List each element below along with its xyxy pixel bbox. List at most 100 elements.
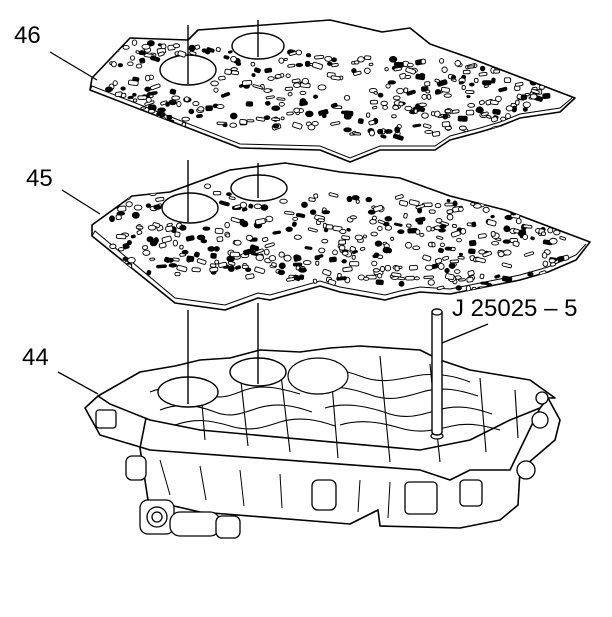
orifice — [497, 132, 504, 140]
orifice — [514, 81, 524, 87]
callout-tool: J 25025 – 5 — [452, 295, 578, 322]
orifice — [508, 126, 516, 133]
orifice — [330, 75, 341, 81]
orifice — [406, 223, 412, 228]
orifice — [142, 245, 148, 250]
orifice — [443, 93, 452, 98]
leader-44 — [57, 371, 99, 395]
orifice — [230, 216, 241, 224]
orifice — [450, 230, 461, 238]
orifice — [224, 68, 232, 76]
orifice — [179, 244, 184, 250]
orifice — [441, 66, 448, 73]
orifice — [530, 236, 535, 241]
orifice — [224, 221, 230, 229]
orifice — [384, 129, 393, 134]
orifice — [476, 132, 486, 139]
orifice — [176, 264, 188, 273]
orifice — [364, 55, 372, 61]
orifice — [466, 95, 471, 99]
orifice — [343, 113, 352, 120]
orifice — [216, 104, 225, 110]
orifice — [122, 242, 130, 250]
orifice — [172, 43, 181, 49]
orifice — [468, 82, 475, 87]
orifice — [253, 67, 261, 74]
orifice — [544, 203, 552, 209]
orifice — [482, 206, 490, 213]
orifice — [346, 195, 353, 203]
orifice — [286, 111, 294, 116]
orifice — [263, 88, 272, 93]
orifice — [341, 250, 349, 256]
orifice — [382, 246, 391, 254]
orifice — [363, 276, 370, 281]
orifice — [434, 110, 441, 118]
orifice — [422, 254, 432, 262]
orifice — [135, 225, 144, 230]
orifice — [309, 209, 317, 215]
orifice — [206, 47, 215, 53]
orifice — [116, 211, 126, 216]
orifice — [135, 183, 142, 189]
orifice — [481, 111, 489, 117]
orifice — [145, 203, 152, 208]
orifice — [241, 220, 249, 228]
orifice — [189, 50, 197, 56]
orifice — [442, 255, 450, 261]
orifice — [519, 135, 530, 141]
orifice — [230, 55, 237, 63]
orifice — [246, 119, 255, 123]
orifice — [351, 254, 356, 260]
orifice — [101, 54, 109, 60]
orifice — [112, 80, 118, 86]
orifice — [398, 280, 405, 287]
orifice — [492, 108, 501, 115]
orifice — [457, 115, 468, 122]
orifice — [473, 77, 479, 83]
orifice — [114, 265, 125, 270]
orifice — [132, 92, 137, 97]
orifice — [373, 204, 384, 213]
orifice — [192, 101, 200, 107]
orifice — [205, 105, 213, 112]
orifice — [522, 107, 528, 112]
orifice — [166, 222, 173, 227]
orifice — [245, 273, 255, 280]
orifice — [307, 124, 316, 131]
orifice — [212, 190, 222, 196]
orifice — [197, 106, 205, 112]
orifice — [394, 222, 403, 227]
orifice — [210, 252, 217, 259]
orifice — [501, 262, 513, 269]
orifice — [505, 105, 514, 112]
orifice — [379, 265, 386, 273]
orifice — [222, 123, 228, 128]
orifice — [264, 67, 273, 74]
orifice — [426, 94, 432, 100]
orifice — [357, 56, 365, 63]
orifice — [365, 196, 373, 203]
orifice — [416, 105, 426, 113]
orifice — [115, 265, 123, 271]
orifice — [522, 101, 531, 108]
orifice — [490, 214, 495, 219]
orifice — [458, 252, 463, 257]
orifice — [137, 185, 144, 191]
orifice — [557, 255, 565, 262]
orifice — [307, 227, 318, 233]
orifice — [458, 125, 467, 131]
orifice — [467, 65, 475, 69]
orifice — [141, 43, 151, 50]
orifice — [424, 264, 434, 271]
orifice — [105, 86, 114, 93]
orifice — [415, 229, 421, 235]
leader-lines — [49, 51, 489, 395]
orifice — [446, 199, 451, 203]
orifice — [157, 51, 165, 57]
orifice — [160, 43, 167, 50]
orifice — [293, 254, 301, 260]
orifice — [260, 204, 269, 211]
orifice — [518, 137, 527, 143]
orifice — [440, 86, 450, 93]
